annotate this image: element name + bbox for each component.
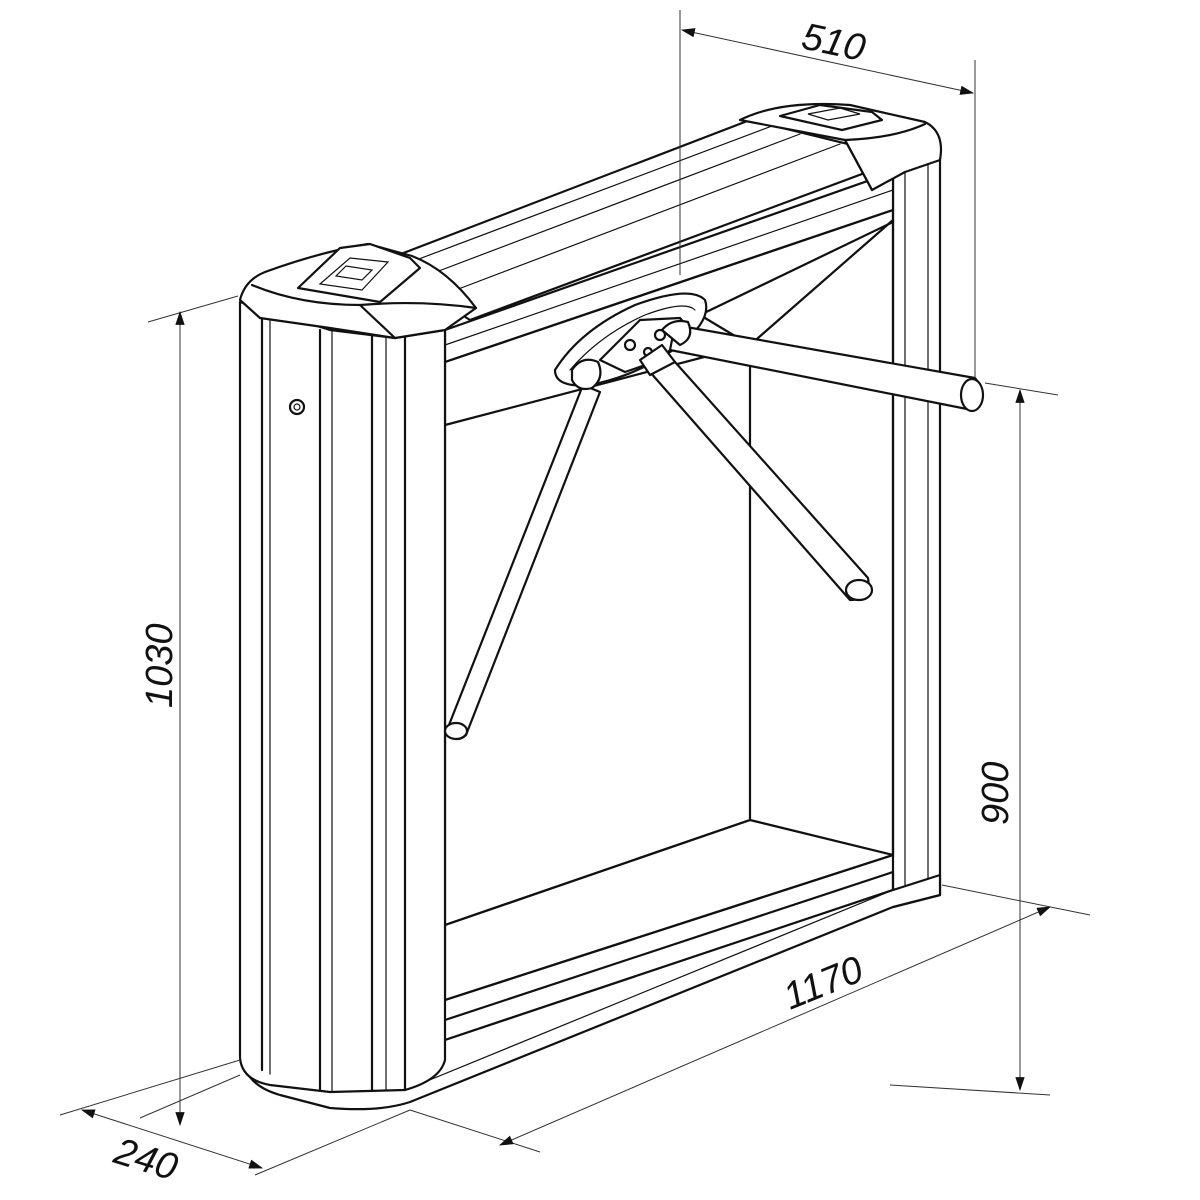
turnstile-body xyxy=(238,102,985,1111)
far-top-cap xyxy=(738,102,943,192)
dim-label-1170: 1170 xyxy=(778,949,870,1019)
arm-middle xyxy=(648,360,870,602)
dim-label-510: 510 xyxy=(798,16,869,70)
far-post xyxy=(891,158,942,909)
dimension-lines xyxy=(59,10,1091,1176)
key-lock-icon xyxy=(288,398,306,416)
arm-lower-left xyxy=(445,383,602,741)
turnstile-arms xyxy=(443,319,985,741)
card-reader-far xyxy=(778,103,884,132)
card-reader-near xyxy=(296,242,422,304)
near-post xyxy=(238,300,447,1094)
near-top-cap xyxy=(238,242,478,340)
dim-label-900: 900 xyxy=(975,762,1017,825)
dim-label-1030: 1030 xyxy=(139,623,181,708)
